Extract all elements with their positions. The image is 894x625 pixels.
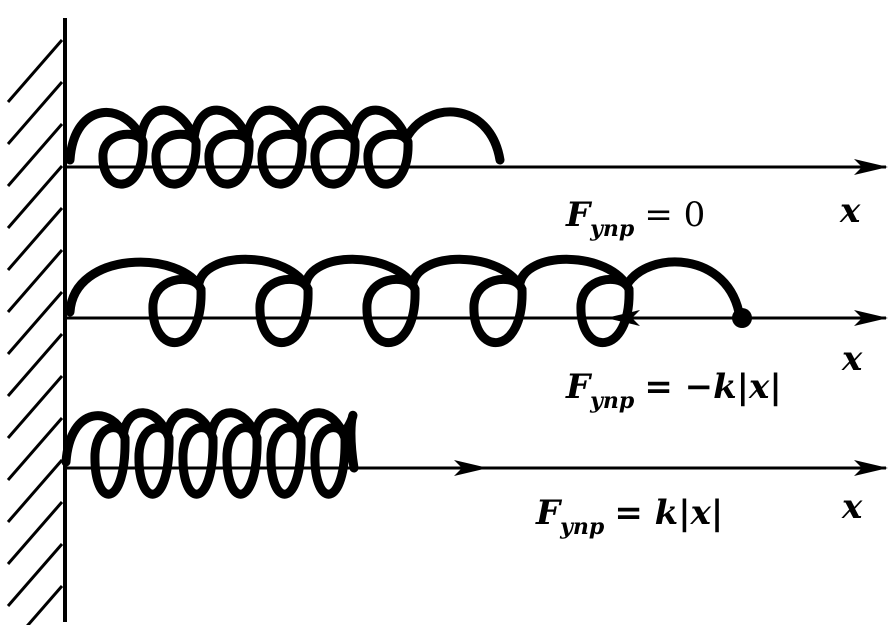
wall-hatch-line: [6, 207, 64, 271]
axis-label-2: x: [841, 339, 863, 379]
row-relaxed: x Fynp= 0: [65, 105, 888, 242]
wall-hatch-line: [6, 459, 64, 523]
wall-hatch-line: [6, 123, 64, 187]
wall-hatch-line: [6, 375, 64, 439]
axis-label-1: x: [839, 191, 861, 231]
wall-hatch-line: [6, 501, 64, 565]
row-compressed: x Fynp= k|x|: [61, 408, 888, 540]
wall-hatch-line: [6, 249, 64, 313]
spring-relaxed: [65, 105, 505, 189]
wall-hatch-line: [6, 333, 64, 397]
force-label-stretched: Fynp= −k|x|: [565, 367, 782, 414]
row-stretched: x Fynp= −k|x|: [65, 254, 888, 414]
wall-hatch-line: [6, 39, 64, 103]
spring-stretched: [65, 254, 745, 347]
wall-hatch-line: [6, 291, 64, 355]
force-label-relaxed: Fynp= 0: [565, 195, 705, 242]
wall-hatch-line: [6, 165, 64, 229]
wall-hatch-line: [6, 81, 64, 145]
wall-hatch-icon: [6, 18, 67, 625]
force-label-compressed: Fynp= k|x|: [535, 493, 723, 540]
wall-hatch-line: [6, 543, 64, 607]
spring-compressed: [61, 408, 359, 499]
wall-hatch-line: [6, 417, 64, 481]
axis-label-3: x: [841, 487, 863, 527]
wall-hatch-line: [26, 585, 64, 625]
